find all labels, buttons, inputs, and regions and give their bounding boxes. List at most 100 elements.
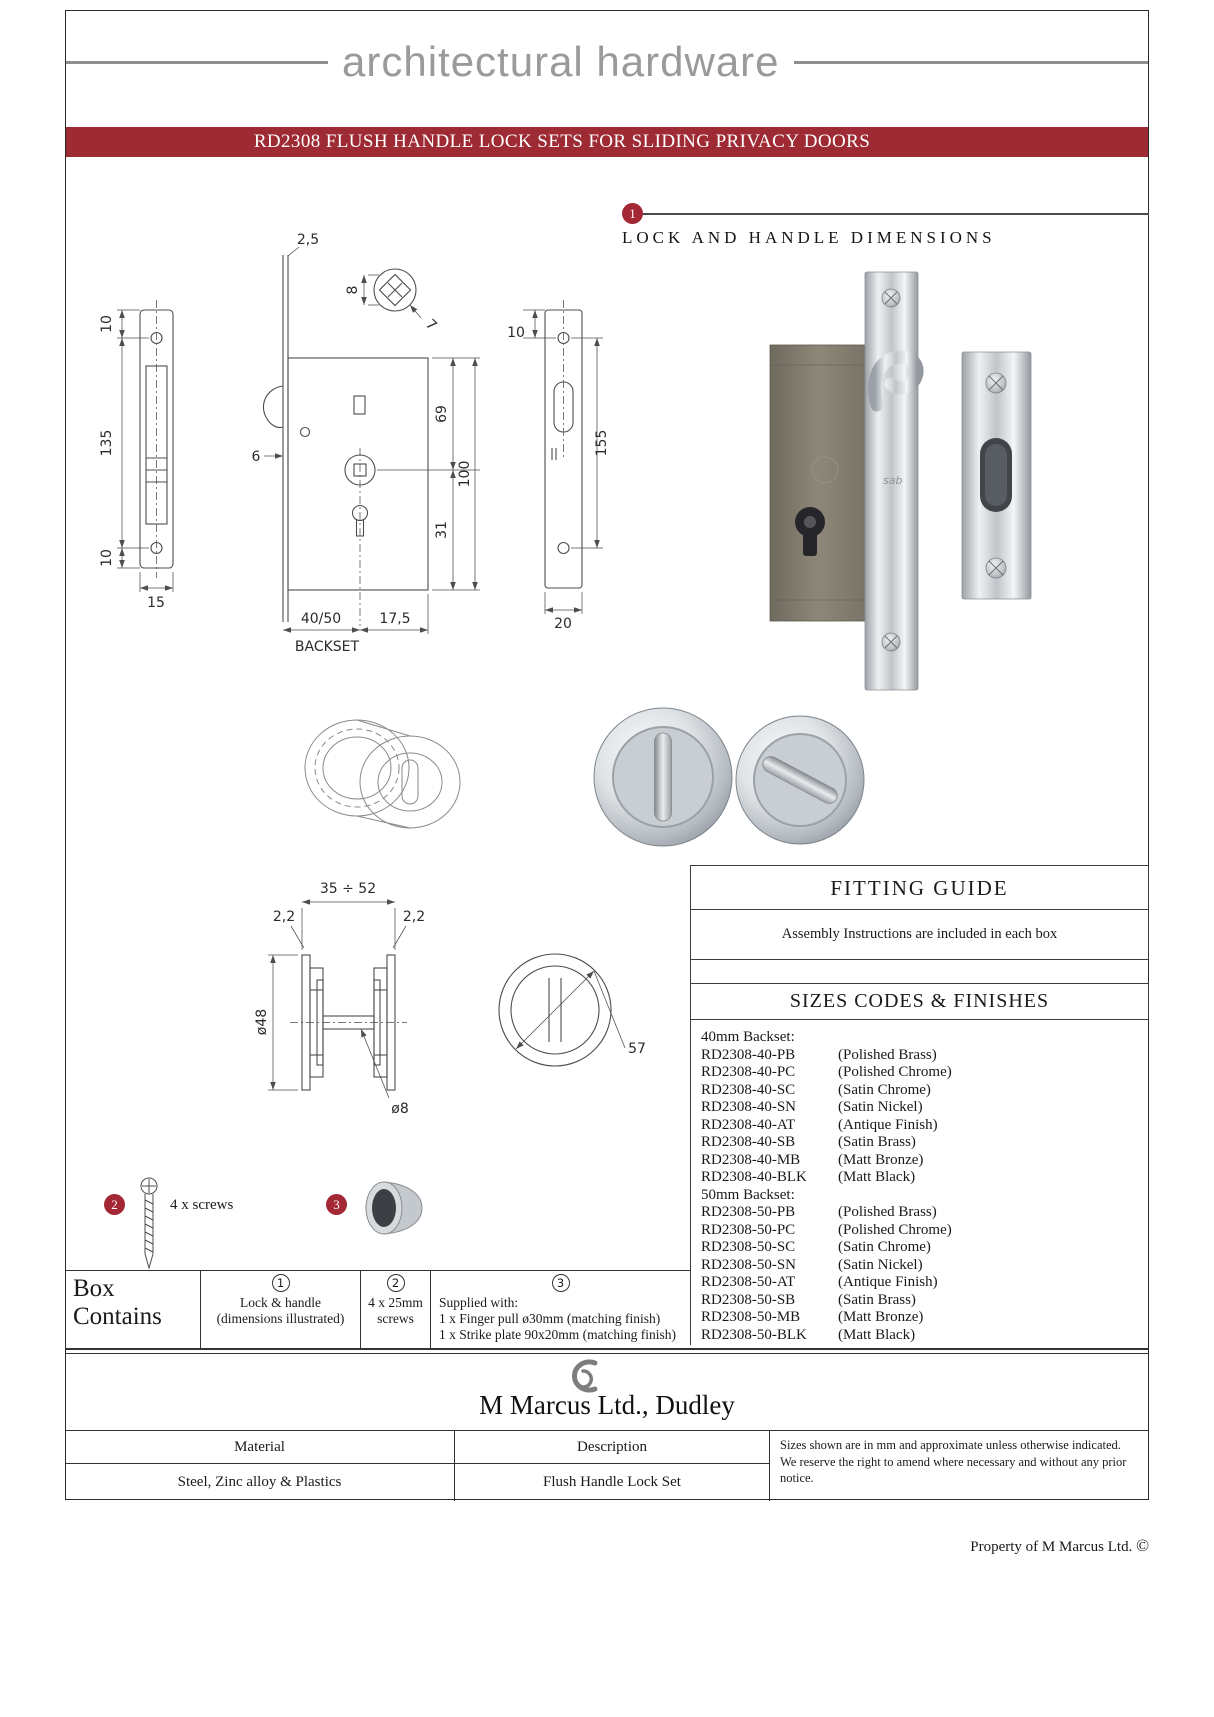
circled-3: 3 — [551, 1274, 570, 1292]
product-code: RD2308-40-SC — [701, 1081, 796, 1098]
dim-label: ø8 — [391, 1101, 408, 1117]
box-contains-table: Box Contains 1 Lock & handle (dimensions… — [65, 1270, 690, 1348]
finish-code-row: RD2308-50-PC (Polished Chrome) — [701, 1222, 1149, 1240]
product-code: RD2308-40-PC — [701, 1064, 796, 1080]
product-code: RD2308-40-SN — [701, 1099, 797, 1115]
finish-name: (Polished Chrome) — [838, 1221, 952, 1238]
dim-label: 2,5 — [297, 232, 319, 248]
strike-product-photo — [961, 351, 1032, 600]
finish-name: (Satin Brass) — [838, 1291, 916, 1308]
finish-code-row: RD2308-40-SN (Satin Nickel) — [701, 1099, 1149, 1117]
description-value: Flush Handle Lock Set — [455, 1464, 770, 1501]
company-logo — [572, 1359, 598, 1393]
col2-text: 4 x 25mm screws — [368, 1295, 423, 1326]
backset-label: BACKSET — [295, 639, 360, 655]
finish-code-row: RD2308-40-SC (Satin Chrome) — [701, 1082, 1149, 1100]
finish-code-row: RD2308-50-PB(Polished Brass) — [701, 1204, 1149, 1222]
product-code: RD2308-50-SB — [701, 1291, 796, 1308]
finish-name: (Polished Brass) — [838, 1046, 937, 1063]
finish-name: (Polished Brass) — [838, 1204, 937, 1220]
product-code: RD2308-40-SB — [701, 1134, 796, 1150]
dim-label: 6 — [252, 449, 261, 465]
finish-name: (Antique Finish) — [838, 1116, 938, 1133]
finish-code-row: RD2308-40-SB (Satin Brass) — [701, 1134, 1149, 1152]
circled-2: 2 — [386, 1274, 405, 1292]
material-value: Steel, Zinc alloy & Plastics — [65, 1464, 455, 1501]
section-rule — [643, 212, 1149, 215]
fitting-guide-text: Assembly Instructions are included in ea… — [781, 926, 1058, 942]
finish-code-row: RD2308-50-SC(Satin Chrome) — [701, 1239, 1149, 1257]
finish-name: (Satin Nickel) — [838, 1099, 923, 1115]
product-code: RD2308-40-MB — [701, 1151, 801, 1168]
dim-label: 10 — [99, 315, 115, 333]
dim-label: 69 — [434, 405, 450, 423]
dim-label: 8 — [345, 286, 361, 295]
copyright-symbol: © — [1136, 1536, 1149, 1555]
product-code: RD2308-50-PC — [701, 1221, 796, 1238]
company-name: M Marcus Ltd., Dudley — [479, 1390, 735, 1420]
dim-label: 15 — [147, 595, 165, 611]
dim-label: 10 — [99, 549, 115, 567]
finger-pull-drawing — [365, 1181, 423, 1235]
right-info-panel: FITTING GUIDE Assembly Instructions are … — [690, 865, 1149, 1345]
group-heading: 50mm Backset: — [701, 1186, 795, 1203]
property-note: Property of M Marcus Ltd. © — [65, 1536, 1149, 1556]
dim-label: 2,2 — [273, 909, 295, 925]
product-code: RD2308-50-SC — [701, 1239, 796, 1255]
finish-name: (Antique Finish) — [838, 1274, 938, 1290]
finish-name: (Matt Black) — [838, 1326, 916, 1343]
dimension-drawings: 10 135 10 15 — [99, 232, 1032, 1117]
item-3-badge: 3 — [326, 1194, 347, 1215]
product-code: RD2308-50-SN — [701, 1256, 797, 1273]
col3-text: Supplied with: 1 x Finger pull ø30mm (ma… — [439, 1295, 676, 1342]
dim-label: 35 ÷ 52 — [320, 881, 376, 897]
screw-drawing — [140, 1177, 158, 1270]
product-code: RD2308-40-AT — [701, 1116, 796, 1133]
circled-1: 1 — [271, 1274, 290, 1292]
lock-hook — [868, 350, 924, 412]
section-1-badge: 1 — [622, 203, 643, 224]
item-2-badge: 2 — [104, 1194, 125, 1215]
product-code: RD2308-40-PB — [701, 1046, 796, 1063]
page-border — [65, 10, 1149, 1500]
flush-handles-photo — [593, 707, 865, 847]
finish-name: (Satin Chrome) — [838, 1081, 931, 1098]
page-header: architectural hardware — [66, 32, 1148, 92]
dim-label: ø48 — [254, 1009, 270, 1035]
fitting-guide-title: FITTING GUIDE — [691, 866, 1148, 910]
product-code: RD2308-50-MB — [701, 1309, 801, 1325]
product-code: RD2308-50-BLK — [701, 1326, 807, 1343]
finish-name: (Polished Chrome) — [838, 1064, 952, 1080]
finish-code-row: RD2308-50-MB(Matt Bronze) — [701, 1309, 1149, 1327]
finish-codes-list: 40mm Backset: RD2308-40-PB (Polished Bras… — [691, 1020, 1149, 1344]
fitting-guide-box: FITTING GUIDE Assembly Instructions are … — [691, 865, 1149, 960]
finish-name: (Matt Bronze) — [838, 1151, 924, 1168]
footer-table: Material Description Sizes shown are in … — [65, 1430, 1149, 1501]
sizes-codes-title: SIZES CODES & FINISHES — [691, 983, 1149, 1020]
sizes-notice: Sizes shown are in mm and approximate un… — [780, 1438, 1127, 1485]
group-heading: 40mm Backset: — [701, 1029, 795, 1045]
finish-code-row: RD2308-50-SB (Satin Brass) — [701, 1292, 1149, 1310]
box-contains-line2: Contains — [73, 1303, 162, 1330]
dim-label: 2,2 — [403, 909, 425, 925]
finish-name: (Matt Black) — [838, 1169, 916, 1185]
box-contains-col3: 3 Supplied with: 1 x Finger pull ø30mm (… — [430, 1271, 690, 1348]
finish-code-row: RD2308-40-PC (Polished Chrome) — [701, 1064, 1149, 1082]
box-contains-col1: 1 Lock & handle (dimensions illustrated) — [200, 1271, 360, 1348]
lock-product-photo: sab — [769, 271, 924, 691]
product-code: RD2308-40-BLK — [701, 1169, 807, 1185]
section-1-header: 1 — [622, 203, 1149, 224]
description-header: Description — [455, 1431, 770, 1464]
dim-label: 57 — [628, 1041, 646, 1057]
dim-label: 17,5 — [379, 611, 410, 627]
brand-stamp: sab — [883, 474, 902, 487]
box-contains-col2: 2 4 x 25mm screws — [360, 1271, 430, 1348]
product-code: RD2308-50-AT — [701, 1274, 796, 1290]
page-title: architectural hardware — [342, 38, 780, 85]
finish-name: (Satin Brass) — [838, 1134, 916, 1150]
dim-label: 40/50 — [301, 611, 341, 627]
dim-label: 7 — [422, 316, 440, 334]
product-banner: RD2308 FLUSH HANDLE LOCK SETS FOR SLIDIN… — [66, 127, 1148, 157]
finish-code-row: RD2308-40-AT (Antique Finish) — [701, 1117, 1149, 1135]
